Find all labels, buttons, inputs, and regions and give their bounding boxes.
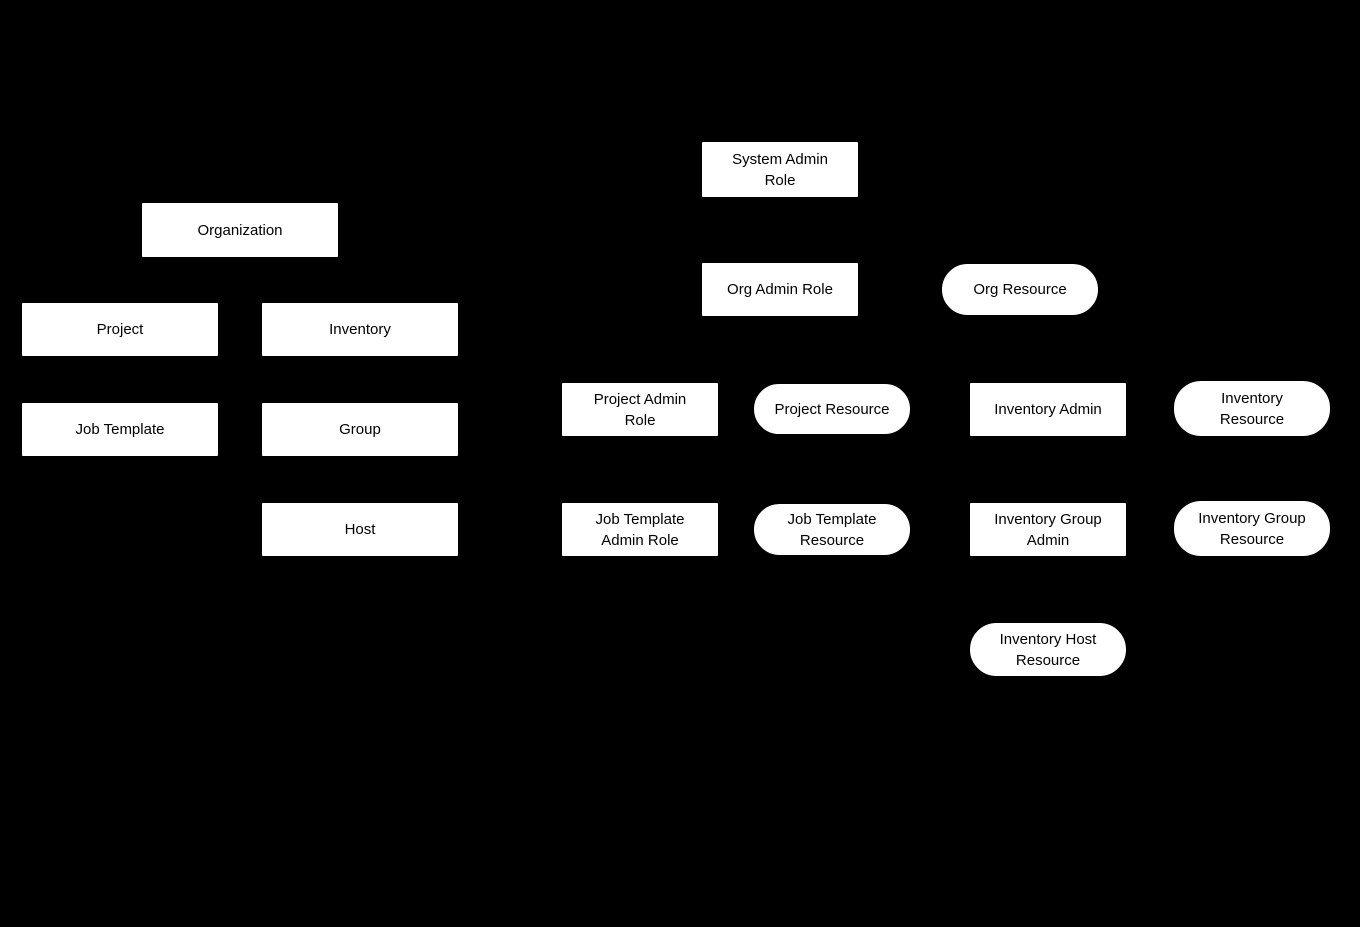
node-system-admin-role: System Admin Role	[701, 141, 859, 198]
node-label: Org Admin Role	[727, 281, 833, 298]
node-project: Project	[21, 302, 219, 357]
node-inventory-host-resource: Inventory Host Resource	[969, 622, 1127, 677]
node-inventory: Inventory	[261, 302, 459, 357]
node-label: Host	[344, 521, 376, 538]
node-label: Project Resource	[774, 400, 890, 418]
node-label: Inventory	[329, 321, 391, 338]
node-label: System Admin Role	[732, 150, 828, 189]
node-job-template-resource: Job Template Resource	[753, 503, 911, 556]
node-inventory-group-admin: Inventory Group Admin	[969, 502, 1127, 557]
node-label: Job Template Admin Role	[595, 510, 685, 549]
node-label: Group	[339, 421, 381, 438]
node-label: Inventory Group Admin	[994, 510, 1102, 549]
node-label: Organization	[197, 221, 283, 239]
node-org-admin-role: Org Admin Role	[701, 262, 859, 317]
node-label: Inventory Admin	[994, 401, 1102, 418]
node-label: Project Admin Role	[593, 390, 687, 429]
node-label: Project	[96, 321, 144, 338]
node-label: Job Template	[75, 421, 165, 438]
node-host: Host	[261, 502, 459, 557]
node-label: Org Resource	[973, 281, 1067, 298]
node-inventory-admin: Inventory Admin	[969, 382, 1127, 437]
node-job-template-admin-role: Job Template Admin Role	[561, 502, 719, 557]
node-org-resource: Org Resource	[941, 263, 1099, 316]
node-label: Inventory Host Resource	[999, 630, 1097, 669]
node-job-template: Job Template	[21, 402, 219, 457]
node-label: Inventory Resource	[1219, 389, 1285, 428]
node-label: Job Template Resource	[787, 510, 877, 549]
node-project-admin-role: Project Admin Role	[561, 382, 719, 437]
node-label: Inventory Group Resource	[1198, 509, 1306, 548]
node-inventory-group-resource: Inventory Group Resource	[1173, 500, 1331, 557]
node-organization: Organization	[141, 202, 339, 258]
node-group: Group	[261, 402, 459, 457]
node-project-resource: Project Resource	[753, 383, 911, 435]
node-inventory-resource: Inventory Resource	[1173, 380, 1331, 437]
